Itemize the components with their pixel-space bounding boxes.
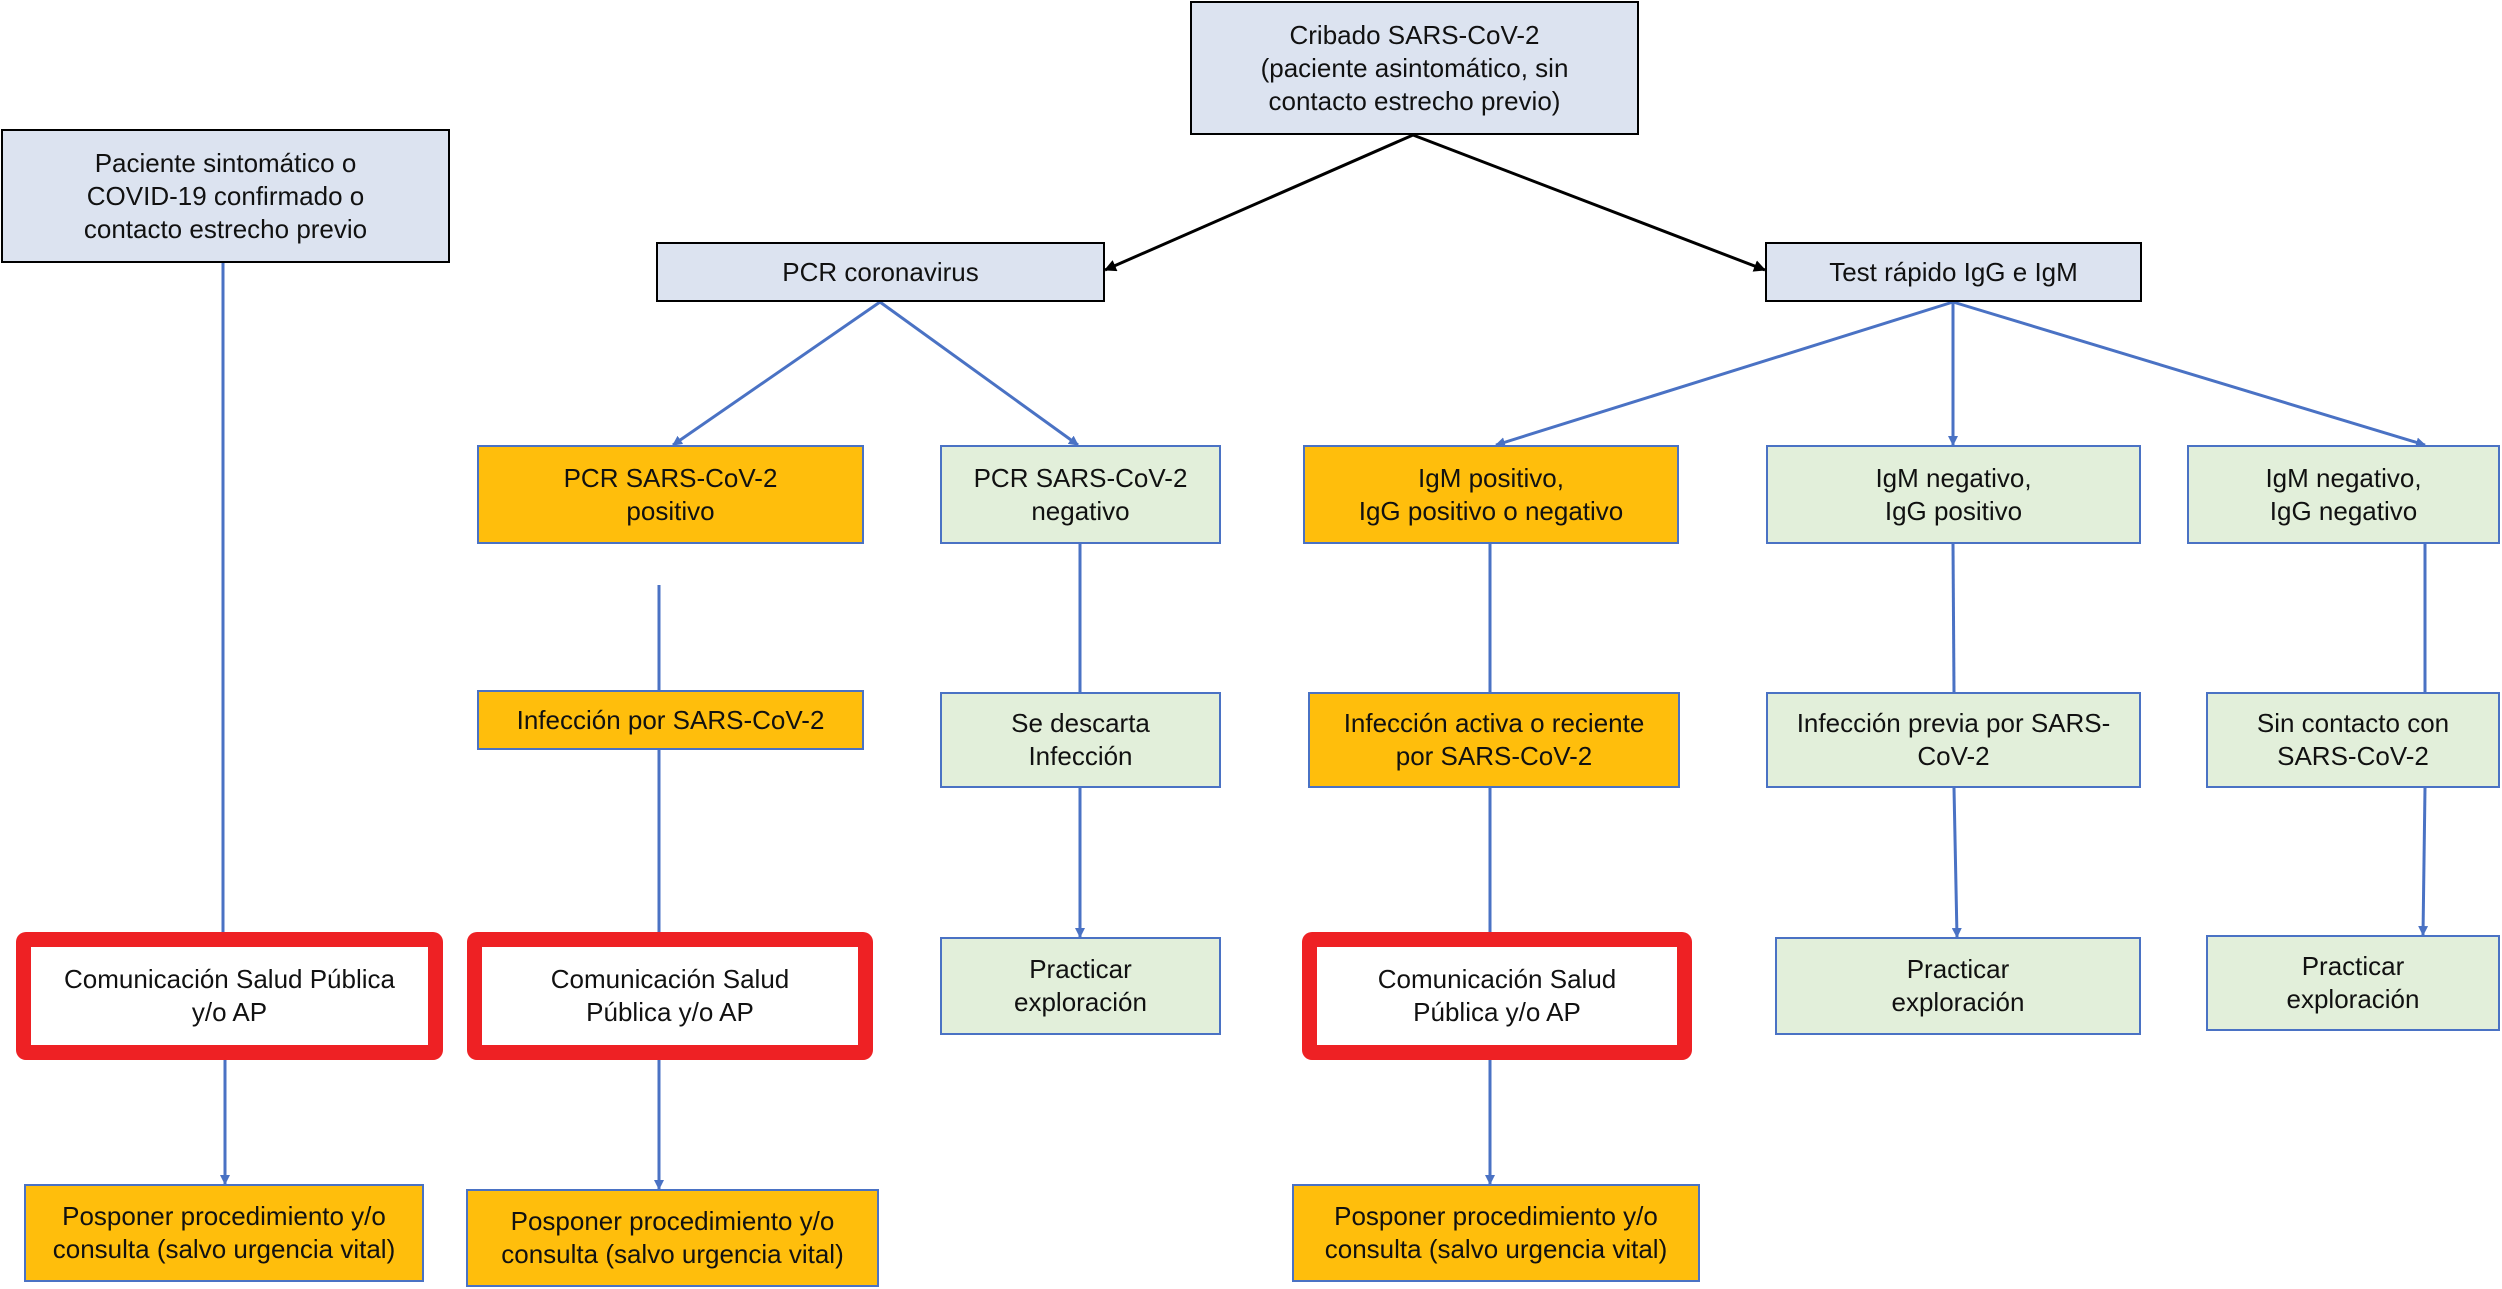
no-contact-box: Sin contacto con SARS-CoV-2 <box>2206 692 2500 788</box>
arrow-pcr-to-negative <box>879 300 1079 447</box>
public-health-communication-box: Comunicación Salud Pública y/o AP <box>16 932 443 1060</box>
postpone-procedure-box: Posponer procedimiento y/o consulta (sal… <box>466 1189 879 1287</box>
public-health-communication-box: Comunicación Salud Pública y/o AP <box>467 932 873 1060</box>
postpone-procedure-box: Posponer procedimiento y/o consulta (sal… <box>24 1184 424 1282</box>
arrow-screening-to-rapid-test <box>1412 133 1766 272</box>
postpone-procedure-box: Posponer procedimiento y/o consulta (sal… <box>1292 1184 1700 1282</box>
practice-exploration-box: Practicar exploración <box>2206 935 2500 1031</box>
rapid-test-box: Test rápido IgG e IgM <box>1765 242 2142 302</box>
arrow-screening-to-pcr <box>1104 133 1414 272</box>
active-infection-box: Infección activa o reciente por SARS-CoV… <box>1308 692 1680 788</box>
previous-infection-box: Infección previa por SARS- CoV-2 <box>1766 692 2141 788</box>
arrow-no-contact-to-exploration <box>2418 787 2429 936</box>
pcr-positive-box: PCR SARS-CoV-2 positivo <box>477 445 864 544</box>
discard-infection-box: Se descarta Infección <box>940 692 1221 788</box>
practice-exploration-box: Practicar exploración <box>1775 937 2141 1035</box>
line-igm-neg-igg-pos-to-previous <box>1951 543 1956 693</box>
arrow-pcr-to-positive <box>672 300 881 447</box>
screening-box: Cribado SARS-CoV-2 (paciente asintomátic… <box>1190 1 1639 135</box>
arrow-rapid-test-to-igm-positive <box>1495 300 1954 448</box>
public-health-communication-box: Comunicación Salud Pública y/o AP <box>1302 932 1692 1060</box>
infection-sars-cov-2-box: Infección por SARS-CoV-2 <box>477 690 864 750</box>
arrow-previous-to-exploration <box>1951 787 1962 938</box>
igm-negative-igg-negative-box: IgM negativo, IgG negativo <box>2187 445 2500 544</box>
symptomatic-patient-box: Paciente sintomático o COVID-19 confirma… <box>1 129 450 263</box>
pcr-coronavirus-box: PCR coronavirus <box>656 242 1105 302</box>
practice-exploration-box: Practicar exploración <box>940 937 1221 1035</box>
arrow-rapid-test-to-igm-neg-igg-neg <box>1952 300 2426 448</box>
igm-positive-box: IgM positivo, IgG positivo o negativo <box>1303 445 1679 544</box>
pcr-negative-box: PCR SARS-CoV-2 negativo <box>940 445 1221 544</box>
igm-negative-igg-positive-box: IgM negativo, IgG positivo <box>1766 445 2141 544</box>
